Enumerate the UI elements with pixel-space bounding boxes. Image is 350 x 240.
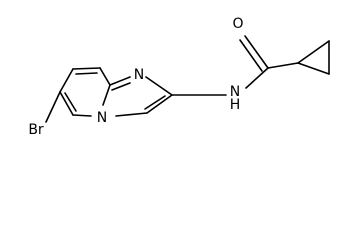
bond-c8a-n1 [109,76,131,86]
bond-n1-c2 [145,76,173,96]
bond-nh-carbonyl [245,67,269,89]
bond-carbonyl-cyclopropyl [267,62,299,69]
atom-nh-h-label: H [230,97,241,113]
bond-cp3-cp1 [297,62,330,75]
bond-c8-c7 [72,67,101,70]
bond-c7-c6 [59,68,74,93]
bond-n4-c8a [102,84,111,106]
atom-n-imine-label: N [134,67,144,83]
bond-c8a-n1-double [111,82,131,91]
bond-carbonyl-o [244,35,269,69]
atom-br-label: Br [28,122,44,138]
bond-c8-c7-double [75,72,98,75]
atom-n-ring-label: N [97,110,107,126]
bond-carbonyl-o-double [239,39,263,72]
molecule-structure: Br N N N H O [28,16,330,138]
bond-c2-c3-double [144,95,166,110]
bond-cp1-cp2 [297,40,330,64]
bond-c3-n4 [115,112,148,117]
bond-c6-br [45,91,61,123]
bond-c6-c5 [59,91,74,116]
atom-o-label: O [232,16,243,32]
bond-c6-c5-double [64,92,77,112]
bond-c8a-c8 [99,67,111,86]
bond-c5-n4 [72,114,92,117]
atom-nh-n-label: N [230,84,240,100]
bond-c2-c3 [146,94,173,114]
